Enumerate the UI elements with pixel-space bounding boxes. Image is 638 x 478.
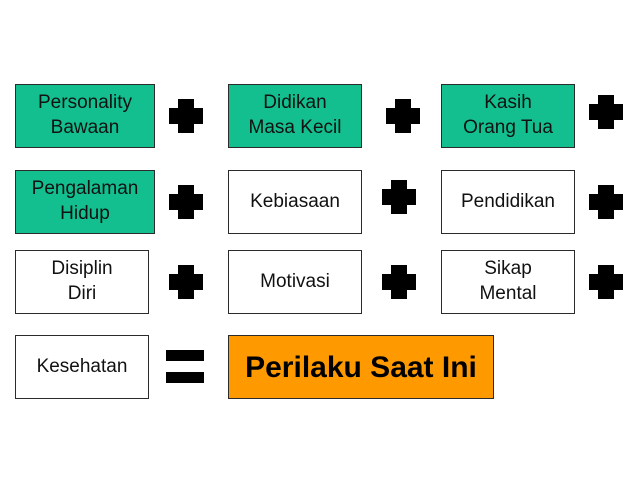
plus-operator-icon	[169, 185, 203, 219]
plus-operator-icon	[589, 95, 623, 129]
equals-operator-icon	[166, 350, 204, 384]
factor-box-kebiasaan: Kebiasaan	[228, 170, 362, 234]
plus-operator-icon	[382, 265, 416, 299]
factor-box-didikan-masa-kecil: Didikan Masa Kecil	[228, 84, 362, 148]
plus-operator-icon	[589, 185, 623, 219]
factor-box-pendidikan: Pendidikan	[441, 170, 575, 234]
equals-bar-top	[166, 350, 204, 361]
factor-label: Personality Bawaan	[38, 92, 132, 138]
plus-operator-icon	[382, 180, 416, 214]
factor-label: Kebiasaan	[250, 190, 340, 212]
factor-box-pengalaman-hidup: Pengalaman Hidup	[15, 170, 155, 234]
factor-label: Kesehatan	[36, 355, 128, 377]
factor-box-personality-bawaan: Personality Bawaan	[15, 84, 155, 148]
plus-operator-icon	[169, 99, 203, 133]
factor-box-motivasi: Motivasi	[228, 250, 362, 314]
factor-label: Didikan Masa Kecil	[248, 92, 342, 138]
factor-box-sikap-mental: Sikap Mental	[441, 250, 575, 314]
plus-operator-icon	[386, 99, 420, 133]
equals-bar-bottom	[166, 372, 204, 383]
factor-box-disiplin-diri: Disiplin Diri	[15, 250, 149, 314]
factor-box-kasih-orang-tua: Kasih Orang Tua	[441, 84, 575, 148]
factor-label: Disiplin Diri	[51, 258, 113, 304]
factor-label: Kasih Orang Tua	[463, 92, 553, 138]
plus-operator-icon	[169, 265, 203, 299]
factor-label: Sikap Mental	[479, 258, 537, 304]
factor-label: Pengalaman Hidup	[31, 178, 139, 224]
factor-label: Pendidikan	[460, 190, 556, 212]
factor-label: Motivasi	[260, 270, 330, 292]
plus-operator-icon	[589, 265, 623, 299]
factor-box-kesehatan: Kesehatan	[15, 335, 149, 399]
result-label: Perilaku Saat Ini	[245, 350, 477, 384]
result-box: Perilaku Saat Ini	[228, 335, 494, 399]
